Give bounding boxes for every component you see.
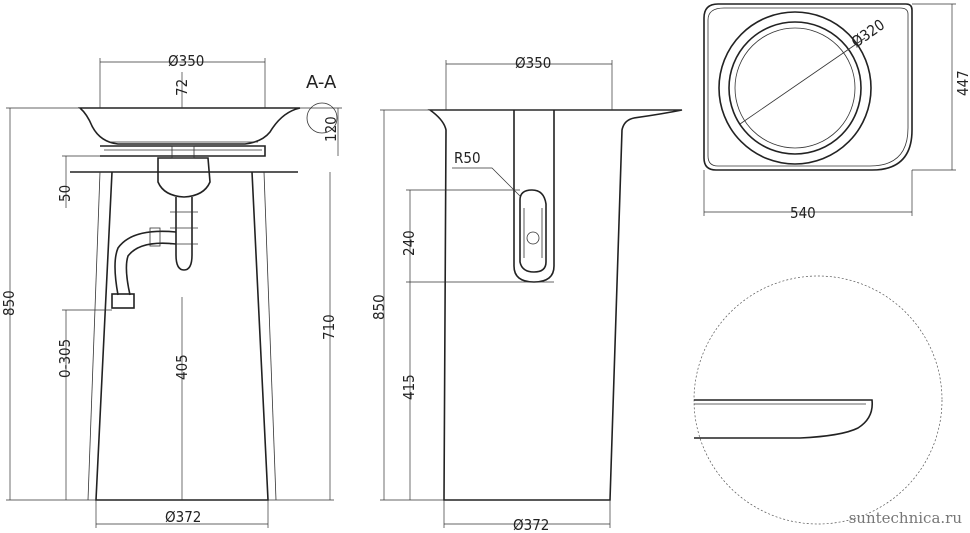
front-outlet-range: 0-305 [56, 339, 74, 378]
side-cutout-height: 240 [400, 230, 418, 256]
side-view [427, 109, 683, 501]
detail-view [693, 275, 943, 525]
side-base-width: Ø372 [513, 516, 549, 533]
top-bowl-diameter: Ø320 [848, 16, 888, 52]
front-siphon-height: 405 [173, 354, 191, 380]
side-radius: R50 [454, 149, 481, 167]
side-total-height: 850 [370, 294, 388, 320]
side-view-dimensions: Ø350 R50 240 850 415 Ø372 [370, 54, 613, 533]
top-depth: 447 [954, 70, 970, 96]
front-drain-height: 50 [56, 185, 74, 202]
front-total-height: 850 [0, 290, 18, 316]
front-bowl-depth: 72 [173, 79, 191, 96]
front-view-dimensions: A-A Ø350 72 120 50 850 0-305 405 710 Ø37… [0, 52, 342, 528]
front-base-width: Ø372 [165, 508, 201, 526]
front-top-width: Ø350 [168, 52, 204, 70]
top-view [703, 3, 913, 171]
front-rim-height: 120 [322, 116, 340, 142]
watermark: suntechnica.ru [848, 509, 962, 527]
top-view-dimensions: Ø320 540 447 [703, 3, 970, 222]
side-cutout-bottom-height: 415 [400, 374, 418, 400]
section-label: A-A [306, 72, 337, 93]
front-base-height: 710 [320, 314, 338, 340]
top-width: 540 [790, 204, 816, 222]
front-view [70, 102, 338, 501]
side-top-width: Ø350 [515, 54, 551, 72]
